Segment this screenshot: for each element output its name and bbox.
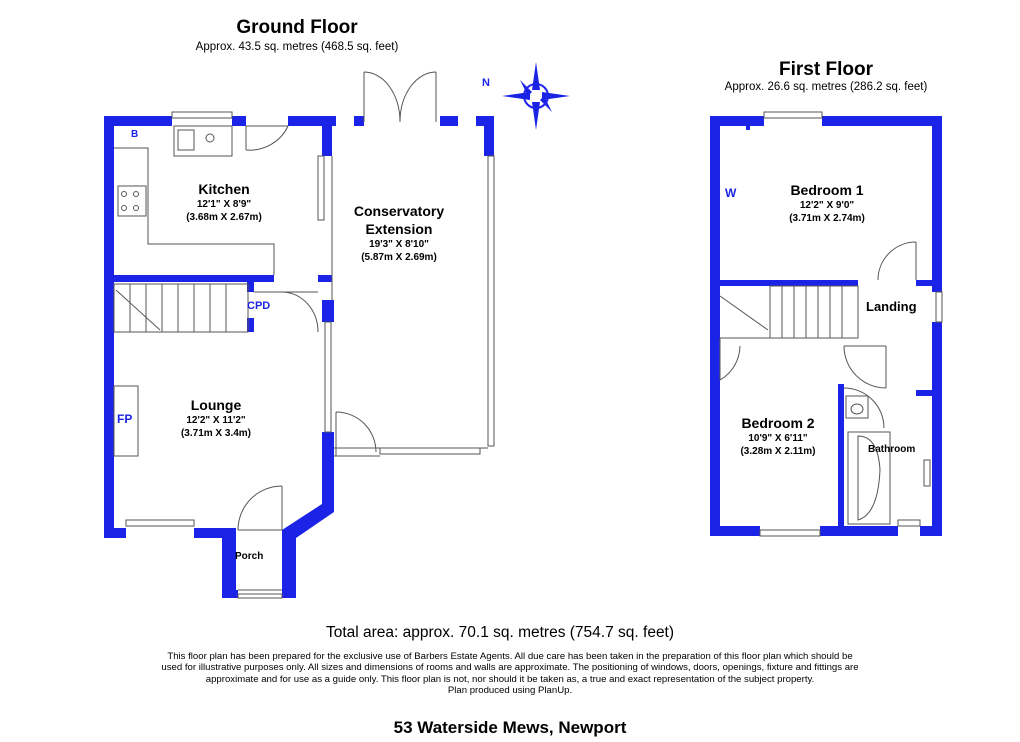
- room-conservatory: Conservatory Extension 19'3" X 8'10" (5.…: [338, 202, 460, 264]
- disclaimer-text: This floor plan has been prepared for th…: [161, 651, 859, 685]
- wardrobe-label: W: [725, 186, 737, 200]
- first-floor-walls: [710, 116, 942, 536]
- room-conservatory-name2: Extension: [365, 221, 433, 237]
- room-conservatory-metric: (5.87m X 2.69m): [361, 252, 437, 263]
- ground-floor-area: Approx. 43.5 sq. metres (468.5 sq. feet): [195, 41, 399, 53]
- room-kitchen-name: Kitchen: [198, 181, 250, 197]
- room-bedroom-2-name: Bedroom 2: [741, 415, 815, 431]
- boiler-label: B: [131, 129, 139, 140]
- disclaimer-block: This floor plan has been prepared for th…: [160, 651, 860, 697]
- property-address: 53 Waterside Mews, Newport: [393, 718, 627, 737]
- fireplace-label: FP: [117, 412, 133, 426]
- landing-label: Landing: [866, 299, 917, 314]
- room-kitchen: Kitchen 12'1" X 8'9" (3.68m X 2.67m): [160, 180, 288, 224]
- room-lounge-name: Lounge: [190, 397, 242, 413]
- room-lounge-imperial: 12'2" X 11'2": [186, 415, 246, 426]
- room-conservatory-name: Conservatory: [353, 203, 445, 219]
- room-kitchen-imperial: 12'1" X 8'9": [196, 199, 252, 210]
- ground-floor-lines: [113, 71, 495, 599]
- room-bedroom-2: Bedroom 2 10'9" X 6'11" (3.28m X 2.11m): [722, 414, 834, 458]
- room-bedroom-2-metric: (3.28m X 2.11m): [740, 446, 816, 457]
- room-lounge: Lounge 12'2" X 11'2" (3.71m X 3.4m): [156, 396, 276, 440]
- room-bedroom-1-metric: (3.71m X 2.74m): [789, 213, 865, 224]
- ground-floor-title: Ground Floor: [236, 17, 358, 38]
- first-floor-area: Approx. 26.6 sq. metres (286.2 sq. feet): [724, 81, 928, 93]
- room-bedroom-1-name: Bedroom 1: [790, 182, 864, 198]
- produced-by-text: Plan produced using PlanUp.: [447, 685, 573, 697]
- ground-floor-walls: [104, 116, 494, 598]
- room-conservatory-imperial: 19'3" X 8'10": [369, 239, 429, 250]
- room-lounge-metric: (3.71m X 3.4m): [180, 428, 252, 439]
- compass-north-label: N: [482, 77, 490, 89]
- bathroom-label: Bathroom: [868, 444, 916, 455]
- total-area: Total area: approx. 70.1 sq. metres (754…: [325, 624, 675, 641]
- porch-label: Porch: [235, 551, 264, 562]
- room-bedroom-1: Bedroom 1 12'2" X 9'0" (3.71m X 2.74m): [766, 181, 888, 225]
- room-bedroom-2-imperial: 10'9" X 6'11": [748, 433, 808, 444]
- cpd-label: CPD: [247, 300, 271, 312]
- room-kitchen-metric: (3.68m X 2.67m): [186, 212, 262, 223]
- first-floor-title: First Floor: [779, 59, 873, 80]
- first-floor-lines: [719, 111, 943, 537]
- compass: [502, 62, 570, 130]
- room-bedroom-1-imperial: 12'2" X 9'0": [799, 200, 855, 211]
